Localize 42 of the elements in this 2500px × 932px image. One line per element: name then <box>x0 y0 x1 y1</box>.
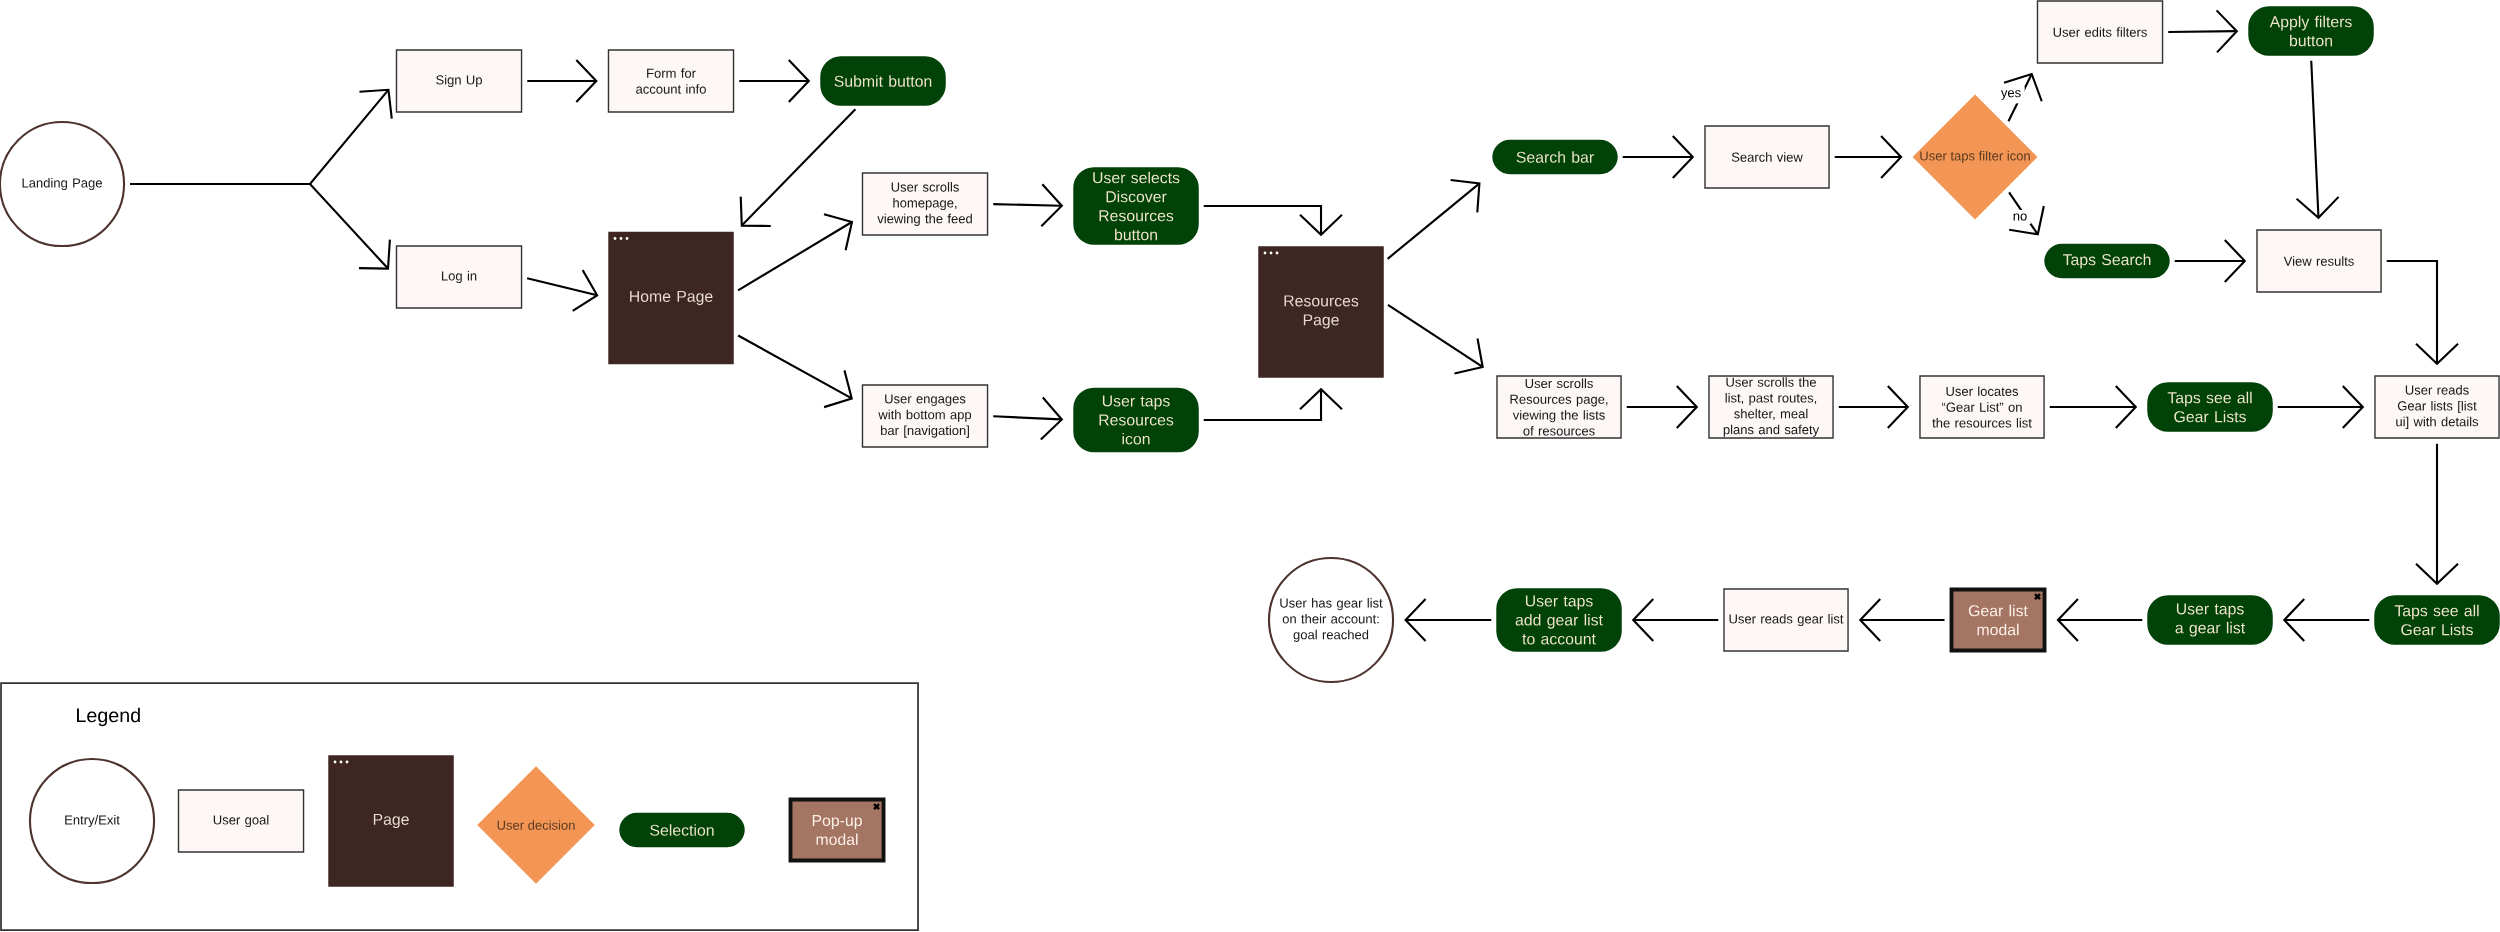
selection-button: Search bar <box>1492 139 1618 175</box>
arrow <box>2295 60 2340 220</box>
user-goal-box: Log in <box>395 245 523 309</box>
arrow <box>1203 387 1343 422</box>
user-goal-box: User scrolls homepage, viewing the feed <box>861 172 989 236</box>
arrow <box>1386 178 1481 260</box>
arrow <box>1387 303 1484 375</box>
user-goal-box: User reads gear list <box>1723 588 1849 652</box>
arrow <box>1203 204 1343 237</box>
popup-modal: Gear list modal <box>1949 587 2047 653</box>
selection-button: User taps Resources icon <box>1073 387 1199 453</box>
user-goal-box: Form for account info <box>607 49 735 113</box>
legend-title: Legend <box>77 707 140 727</box>
arrow <box>2049 385 2138 429</box>
user-goal-box: User scrolls Resources page, viewing the lists of resources <box>1496 375 1622 439</box>
user-goal-box: Search view <box>1704 125 1830 189</box>
arrow <box>739 108 857 228</box>
arrow <box>737 213 854 292</box>
user-goal-box: User locates “Gear List” on the resources list <box>1919 375 2045 439</box>
selection-button: Taps see all Gear Lists <box>2147 382 2273 432</box>
selection-button: Submit button <box>820 56 946 106</box>
selection-button: Apply filters button <box>2248 6 2374 56</box>
selection-button: User taps add gear list to account <box>1496 588 1622 652</box>
page-box: Resources Page <box>1258 246 1384 378</box>
user-goal-box: User edits filters <box>2036 0 2164 64</box>
user-goal-box: User scrolls the list, past routes, shelter, meal plans and safety <box>1708 375 1834 439</box>
user-goal-box: User reads Gear lists [list ui] with details <box>2374 375 2500 439</box>
selection-button: Taps see all Gear Lists <box>2374 595 2500 645</box>
edge-label: no <box>2009 209 2031 225</box>
user-goal-box: User engages with bottom app bar [navigation] <box>861 384 989 448</box>
selection-button: User taps a gear list <box>2147 595 2273 645</box>
arrow <box>1404 598 1492 642</box>
selection-button: Taps Search <box>2044 243 2170 279</box>
selection-button: User selects Discover Resources button <box>1073 167 1199 245</box>
user-goal-box: Sign Up <box>395 49 523 113</box>
page-box: Home Page <box>608 231 734 365</box>
arrow <box>2386 259 2459 366</box>
edge-label: yes <box>1997 86 2025 104</box>
arrow <box>130 182 391 270</box>
arrow <box>737 334 854 409</box>
arrow <box>2415 443 2459 586</box>
user-goal-box: View results <box>2256 229 2382 293</box>
